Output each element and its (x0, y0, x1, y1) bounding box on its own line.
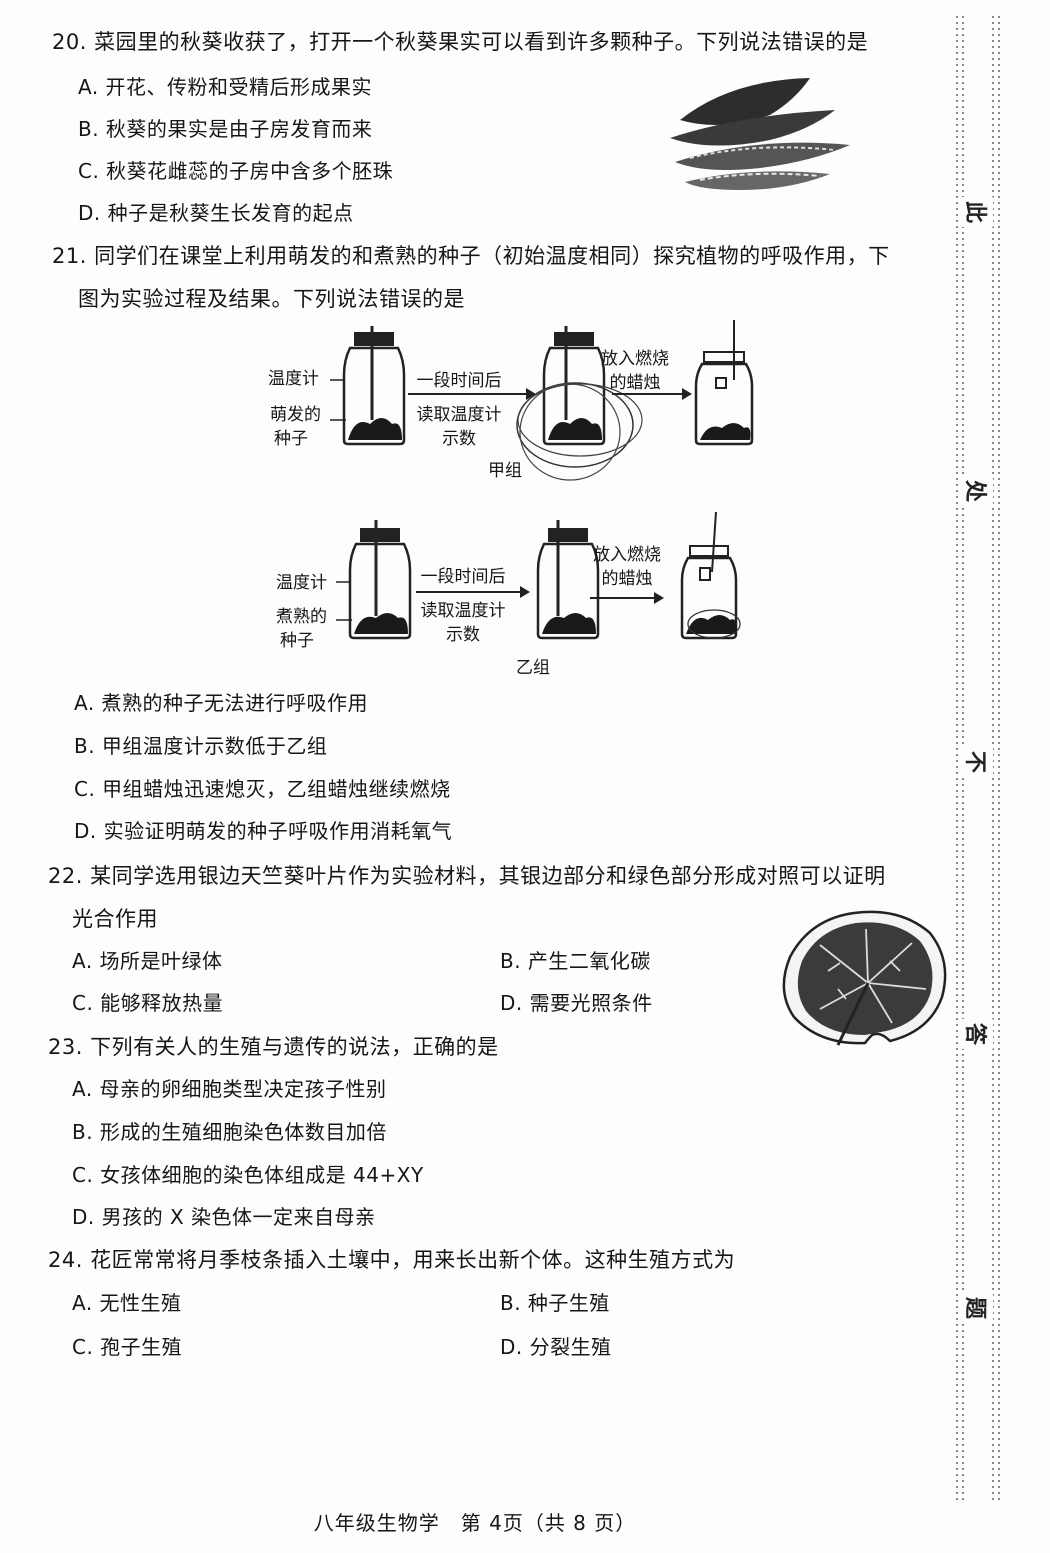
q20-option-b: B. 秋葵的果实是由子房发育而来 (78, 117, 373, 141)
group-b-seeds-label-line1: 煮熟的 (276, 607, 327, 627)
q22-option-d: D. 需要光照条件 (500, 991, 653, 1015)
group-b-thermometer-label: 温度计 (276, 573, 327, 593)
q23-option-d: D. 男孩的 X 染色体一定来自母亲 (72, 1205, 376, 1229)
page-footer: 八年级生物学 第 4页（共 8 页） (313, 1511, 637, 1535)
group-b-step1-line1: 一段时间后 (420, 567, 506, 587)
q21-option-c: C. 甲组蜡烛迅速熄灭，乙组蜡烛继续燃烧 (74, 777, 451, 801)
q24-option-c: C. 孢子生殖 (72, 1335, 183, 1359)
q22-option-b: B. 产生二氧化碳 (500, 949, 651, 973)
group-b-step1-line2: 读取温度计 (420, 601, 506, 621)
q23-option-c: C. 女孩体细胞的染色体组成是 44+XY (72, 1163, 424, 1187)
group-a-step1-line2: 读取温度计 (416, 405, 502, 425)
q23-option-a: A. 母亲的卵细胞类型决定孩子性别 (72, 1077, 387, 1101)
q21-option-a: A. 煮熟的种子无法进行呼吸作用 (74, 691, 369, 715)
margin-char: 答 (961, 1019, 993, 1049)
group-b-step1-line3: 示数 (446, 625, 480, 645)
experiment-group-b (336, 512, 741, 640)
group-a-step1-line3: 示数 (442, 429, 476, 449)
margin-char: 此 (961, 197, 993, 227)
group-a-step2-line1: 放入燃烧 (601, 349, 669, 369)
q23-option-b: B. 形成的生殖细胞染色体数目加倍 (72, 1120, 387, 1144)
q21-option-d: D. 实验证明萌发的种子呼吸作用消耗氧气 (74, 819, 453, 843)
q20-option-a: A. 开花、传粉和受精后形成果实 (78, 75, 373, 99)
group-a-step2-line2: 的蜡烛 (609, 373, 661, 393)
group-a-thermometer-label: 温度计 (268, 369, 319, 389)
q24-option-b: B. 种子生殖 (500, 1291, 610, 1315)
experiment-group-a (330, 320, 754, 481)
q22-option-a: A. 场所是叶绿体 (72, 949, 223, 973)
group-a-name: 甲组 (488, 461, 522, 481)
q22-option-c: C. 能够释放热量 (72, 991, 224, 1015)
q20-option-c: C. 秋葵花雌蕊的子房中含多个胚珠 (78, 159, 394, 183)
q24-stem: 24. 花匠常常将月季枝条插入土壤中，用来长出新个体。这种生殖方式为 (48, 1248, 736, 1272)
q21-stem-line1: 21. 同学们在课堂上利用萌发的和煮熟的种子（初始温度相同）探究植物的呼吸作用，… (52, 244, 890, 268)
group-b-step2-line2: 的蜡烛 (601, 569, 653, 589)
q20-option-d: D. 种子是秋葵生长发育的起点 (78, 201, 354, 225)
group-b-seeds-label-line2: 种子 (280, 631, 314, 651)
group-a-seeds-label-line2: 种子 (274, 429, 308, 449)
q20-stem: 20. 菜园里的秋葵收获了，打开一个秋葵果实可以看到许多颗种子。下列说法错误的是 (52, 30, 869, 54)
group-b-step2-line1: 放入燃烧 (593, 545, 661, 565)
q24-option-a: A. 无性生殖 (72, 1291, 182, 1315)
q21-option-b: B. 甲组温度计示数低于乙组 (74, 734, 328, 758)
q24-option-d: D. 分裂生殖 (500, 1335, 612, 1359)
q22-stem-line2: 光合作用 (72, 907, 158, 931)
q21-stem-line2: 图为实验过程及结果。下列说法错误的是 (78, 287, 465, 311)
margin-char: 题 (961, 1293, 993, 1323)
q22-stem-line1: 22. 某同学选用银边天竺葵叶片作为实验材料，其银边部分和绿色部分形成对照可以证… (48, 864, 886, 888)
q23-stem: 23. 下列有关人的生殖与遗传的说法，正确的是 (48, 1035, 499, 1059)
margin-char: 处 (961, 476, 993, 506)
margin-char: 不 (961, 747, 993, 777)
okra-pods-illustration (670, 78, 850, 190)
geranium-leaf-illustration (782, 910, 947, 1046)
group-b-name: 乙组 (516, 658, 550, 678)
group-a-step1-line1: 一段时间后 (416, 371, 502, 391)
group-a-seeds-label-line1: 萌发的 (270, 405, 321, 425)
